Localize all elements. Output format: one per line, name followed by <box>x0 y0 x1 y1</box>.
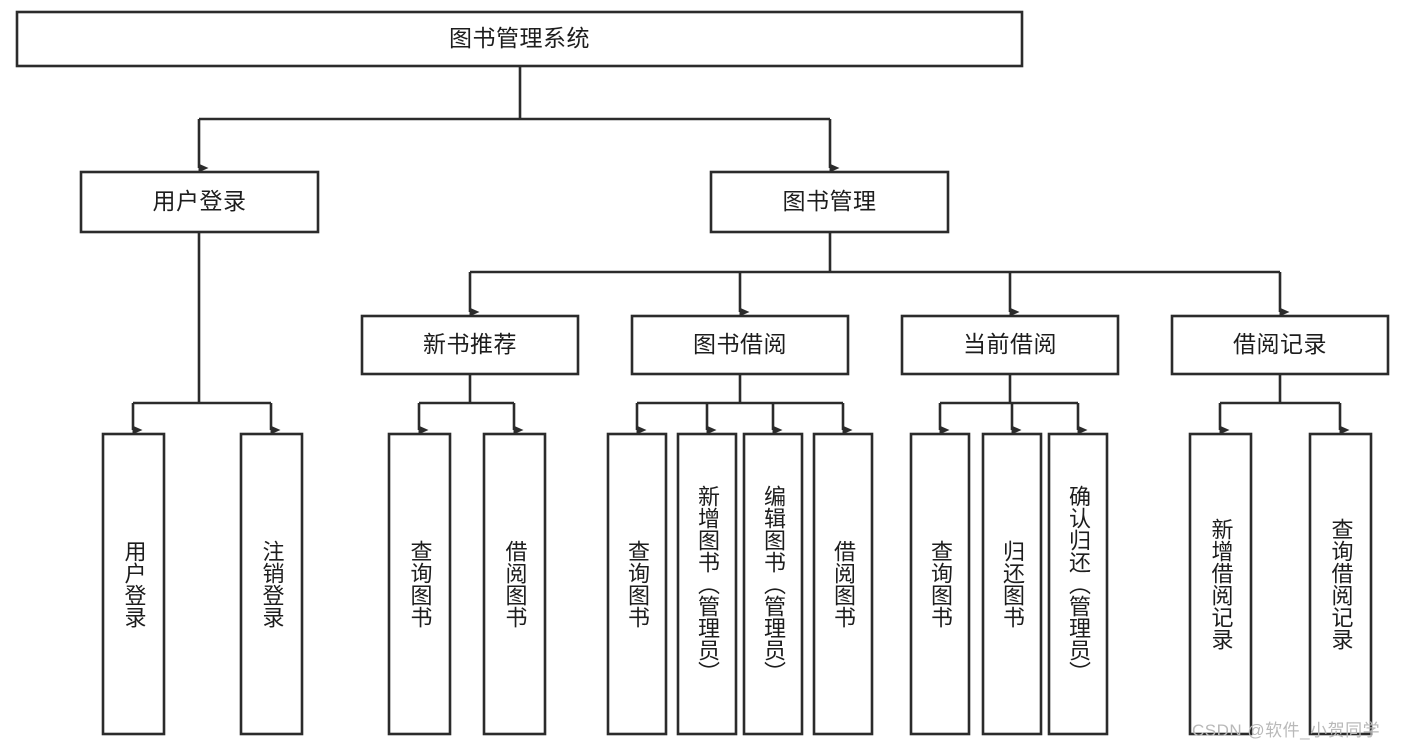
node-box-root[interactable] <box>15 10 1024 68</box>
node-box-leaf-user-logout[interactable] <box>239 432 304 736</box>
node-box-book-borrow[interactable] <box>630 314 850 376</box>
node-box-leaf-borrow-book-1[interactable] <box>482 432 547 736</box>
node-box-leaf-query-book-2[interactable] <box>606 432 668 736</box>
node-box-leaf-borrow-book-2[interactable] <box>812 432 874 736</box>
node-box-leaf-edit-book[interactable] <box>742 432 804 736</box>
node-box-leaf-query-book-1[interactable] <box>387 432 452 736</box>
node-box-user-login[interactable] <box>79 170 320 234</box>
node-box-current-borrow[interactable] <box>900 314 1120 376</box>
node-box-leaf-return-book[interactable] <box>981 432 1043 736</box>
node-box-leaf-query-book-3[interactable] <box>909 432 971 736</box>
node-box-leaf-confirm-return[interactable] <box>1047 432 1109 736</box>
node-box-leaf-user-login[interactable] <box>101 432 166 736</box>
node-box-leaf-add-book[interactable] <box>676 432 738 736</box>
node-box-borrow-record[interactable] <box>1170 314 1390 376</box>
node-box-leaf-query-record[interactable] <box>1308 432 1373 736</box>
node-box-book-manage[interactable] <box>709 170 950 234</box>
node-box-leaf-add-record[interactable] <box>1188 432 1253 736</box>
node-box-new-book-rec[interactable] <box>360 314 580 376</box>
